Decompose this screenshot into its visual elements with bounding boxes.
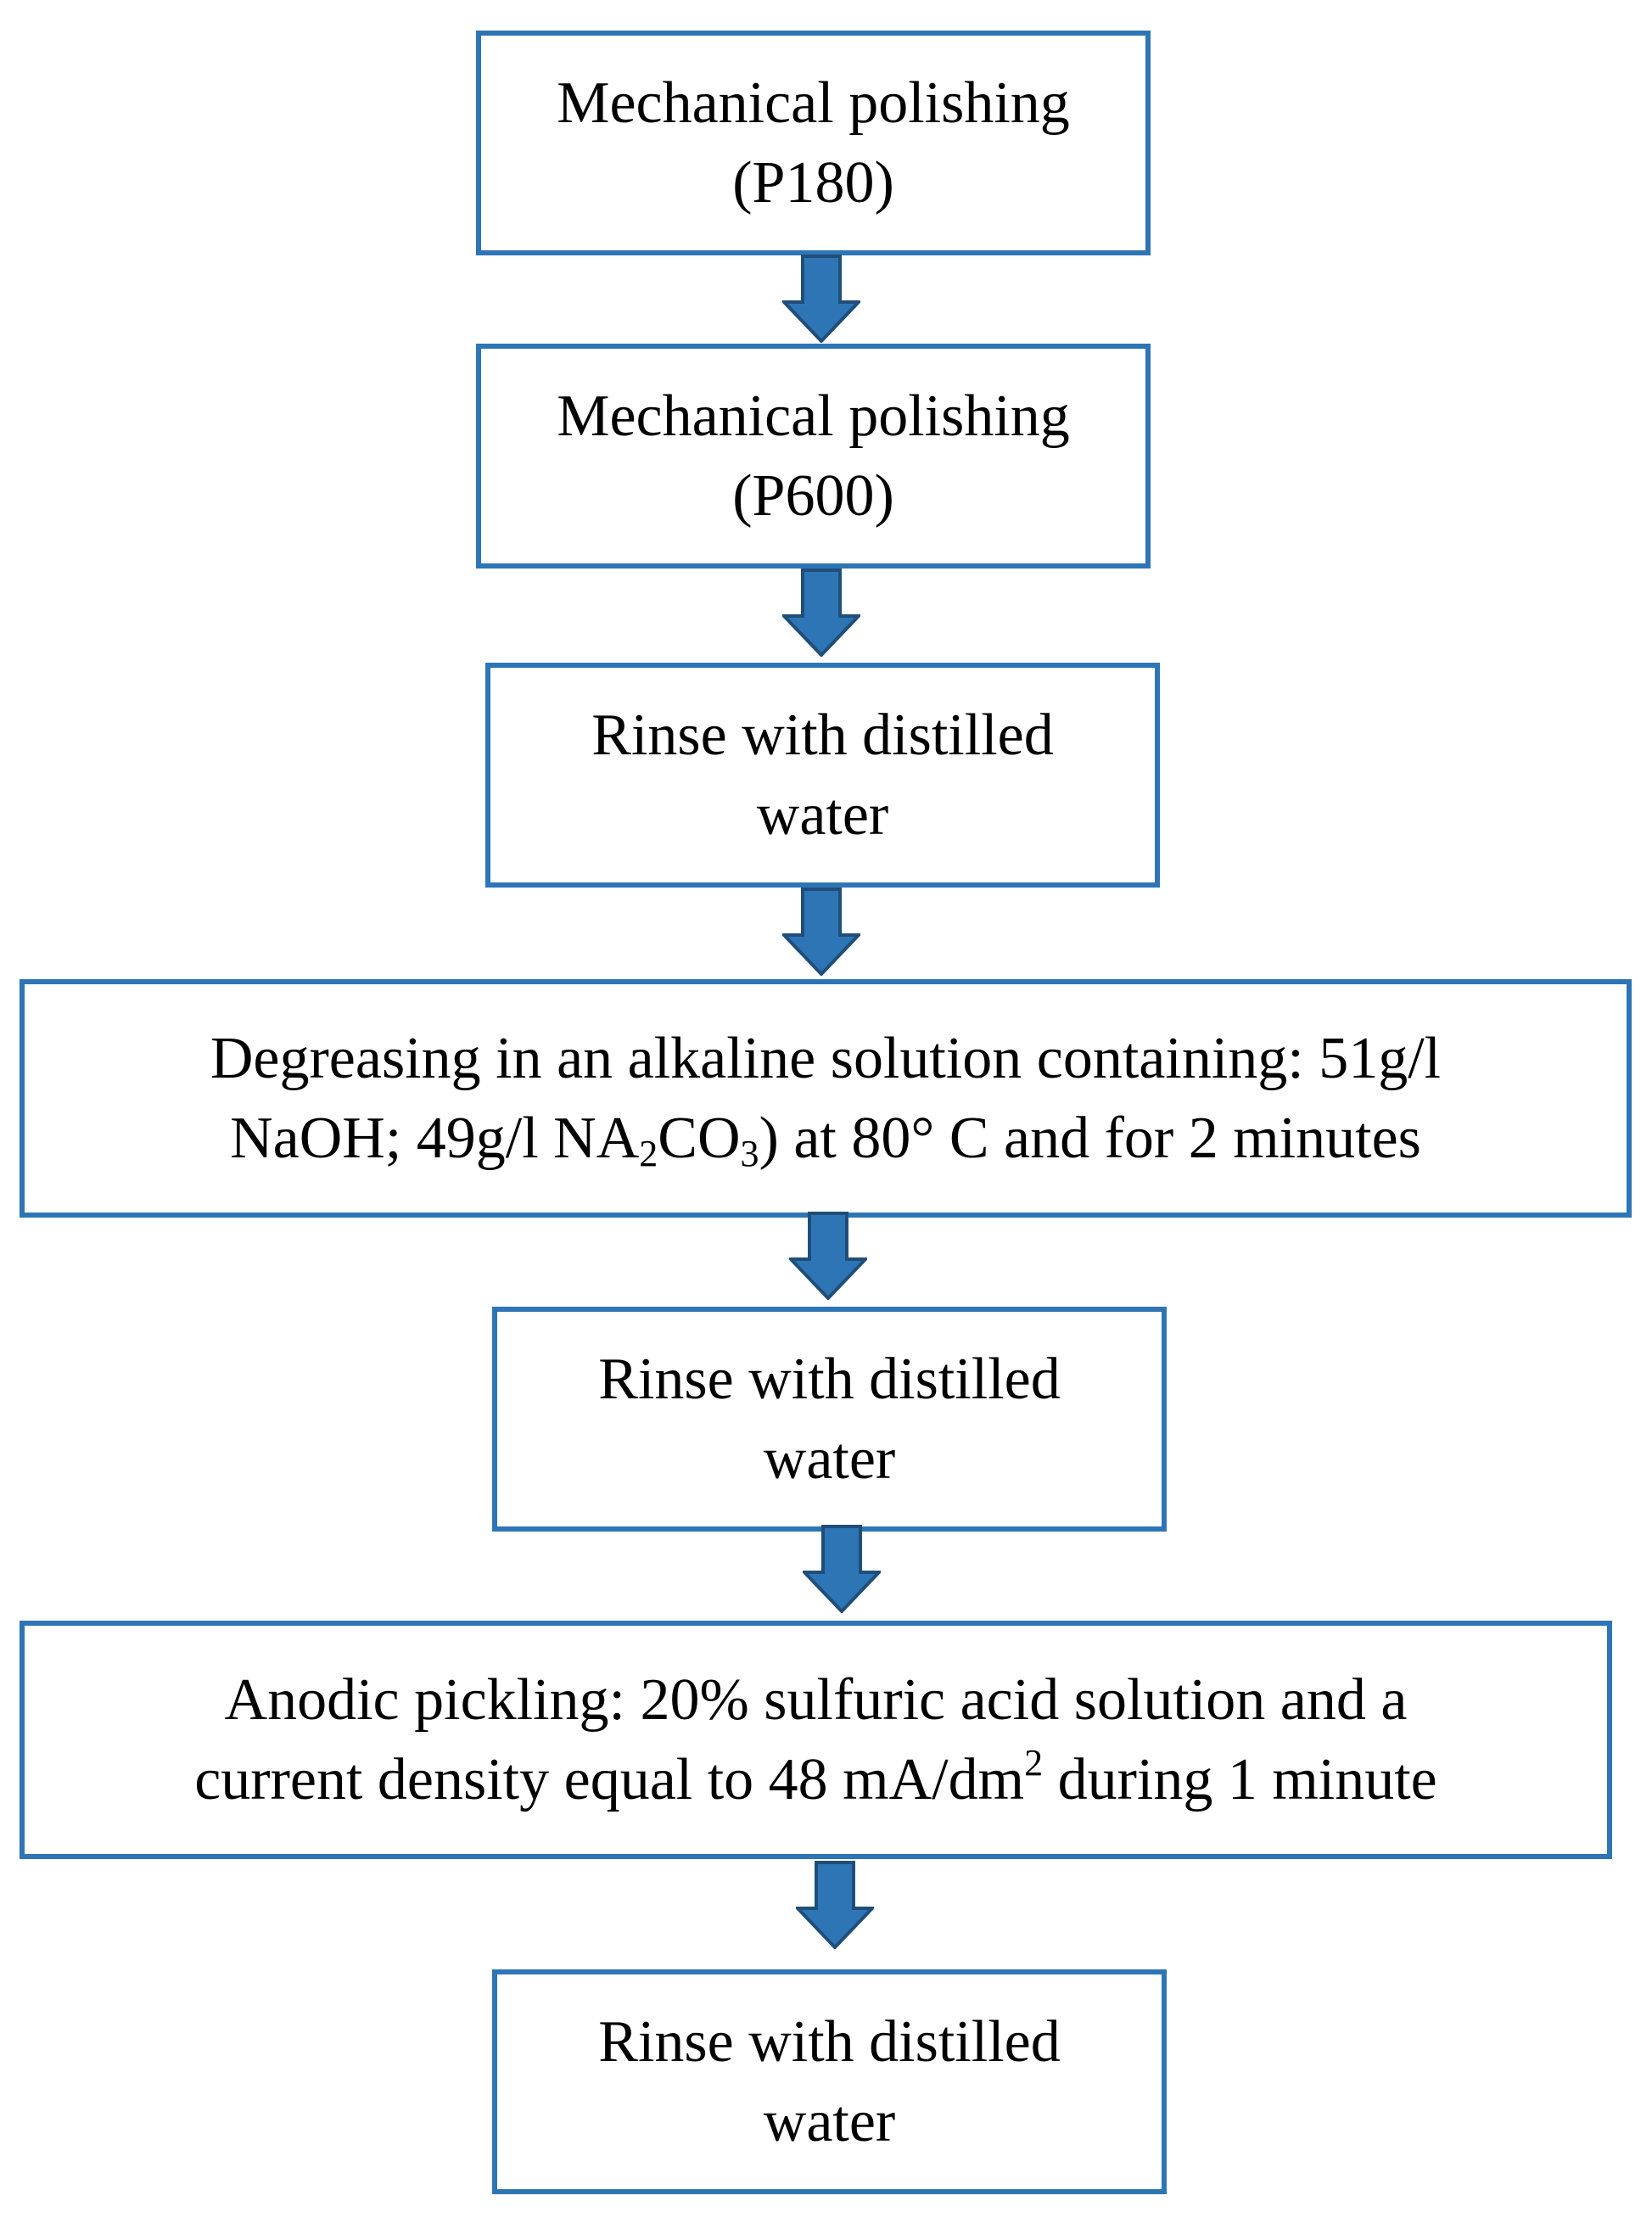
step-rinse-distilled-water-2: Rinse with distilled water — [492, 1307, 1167, 1532]
step-text-line: water — [756, 781, 889, 848]
step-text-line: Anodic pickling: 20% sulfuric acid solut… — [224, 1666, 1408, 1733]
step-text-line: NaOH; 49g/l NA2CO3) at 80° C and for 2 m… — [230, 1105, 1421, 1174]
step-mechanical-polishing-p600: Mechanical polishing (P600) — [476, 344, 1151, 569]
step-text-line: water — [763, 2088, 896, 2154]
step-text-line: (P180) — [732, 149, 894, 216]
step-text-line: Mechanical polishing — [557, 383, 1070, 449]
down-arrow-icon — [789, 1212, 867, 1300]
down-arrow-icon — [782, 255, 860, 343]
step-anodic-pickling: Anodic pickling: 20% sulfuric acid solut… — [20, 1621, 1612, 1859]
down-arrow-icon — [782, 888, 860, 976]
step-text-line: Mechanical polishing — [557, 70, 1070, 136]
step-rinse-distilled-water-3: Rinse with distilled water — [492, 1969, 1167, 2194]
step-degreasing-alkaline-solution: Degreasing in an alkaline solution conta… — [20, 979, 1632, 1218]
step-rinse-distilled-water-1: Rinse with distilled water — [485, 663, 1160, 888]
step-text-line: Rinse with distilled — [598, 2008, 1061, 2075]
step-text-line: water — [763, 1425, 896, 1492]
step-mechanical-polishing-p180: Mechanical polishing (P180) — [476, 31, 1151, 255]
step-text-line: current density equal to 48 mA/dm2 durin… — [194, 1741, 1437, 1812]
step-text-line: Rinse with distilled — [591, 702, 1054, 768]
down-arrow-icon — [782, 569, 860, 657]
step-text-line: (P600) — [732, 462, 894, 529]
down-arrow-icon — [803, 1525, 881, 1613]
down-arrow-icon — [796, 1861, 874, 1949]
step-text-line: Degreasing in an alkaline solution conta… — [210, 1025, 1442, 1091]
step-text-line: Rinse with distilled — [598, 1346, 1061, 1412]
